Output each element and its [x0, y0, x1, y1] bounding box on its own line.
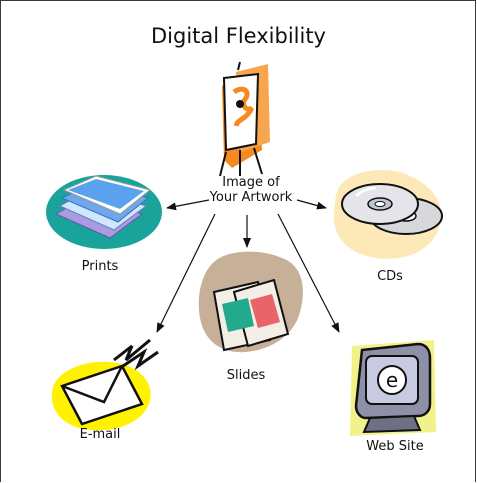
computer-monitor-icon: e — [350, 340, 436, 436]
prints-label: Prints — [81, 259, 119, 274]
email-label: E-mail — [79, 427, 121, 442]
center-label-line1: Image of — [222, 175, 280, 190]
center-node-label: Image of Your Artwork — [196, 175, 306, 206]
web-site-label: Web Site — [366, 439, 424, 454]
arrow-to-prints — [166, 199, 210, 211]
photo-slides-icon — [198, 251, 303, 353]
compact-discs-icon — [333, 170, 443, 259]
slides-label: Slides — [226, 368, 266, 383]
arrow-to-web — [277, 213, 340, 333]
email-envelope-icon — [51, 338, 159, 431]
easel-painting-icon — [219, 61, 270, 177]
diagram-arrows — [156, 199, 340, 333]
arrow-to-email — [156, 213, 216, 333]
svg-text:e: e — [386, 368, 398, 392]
prints-stack-icon — [46, 175, 162, 249]
cds-label: CDs — [377, 269, 403, 284]
center-label-line2: Your Artwork — [209, 189, 293, 205]
arrow-to-cds — [296, 199, 327, 210]
diagram-title: Digital Flexibility — [150, 24, 326, 48]
